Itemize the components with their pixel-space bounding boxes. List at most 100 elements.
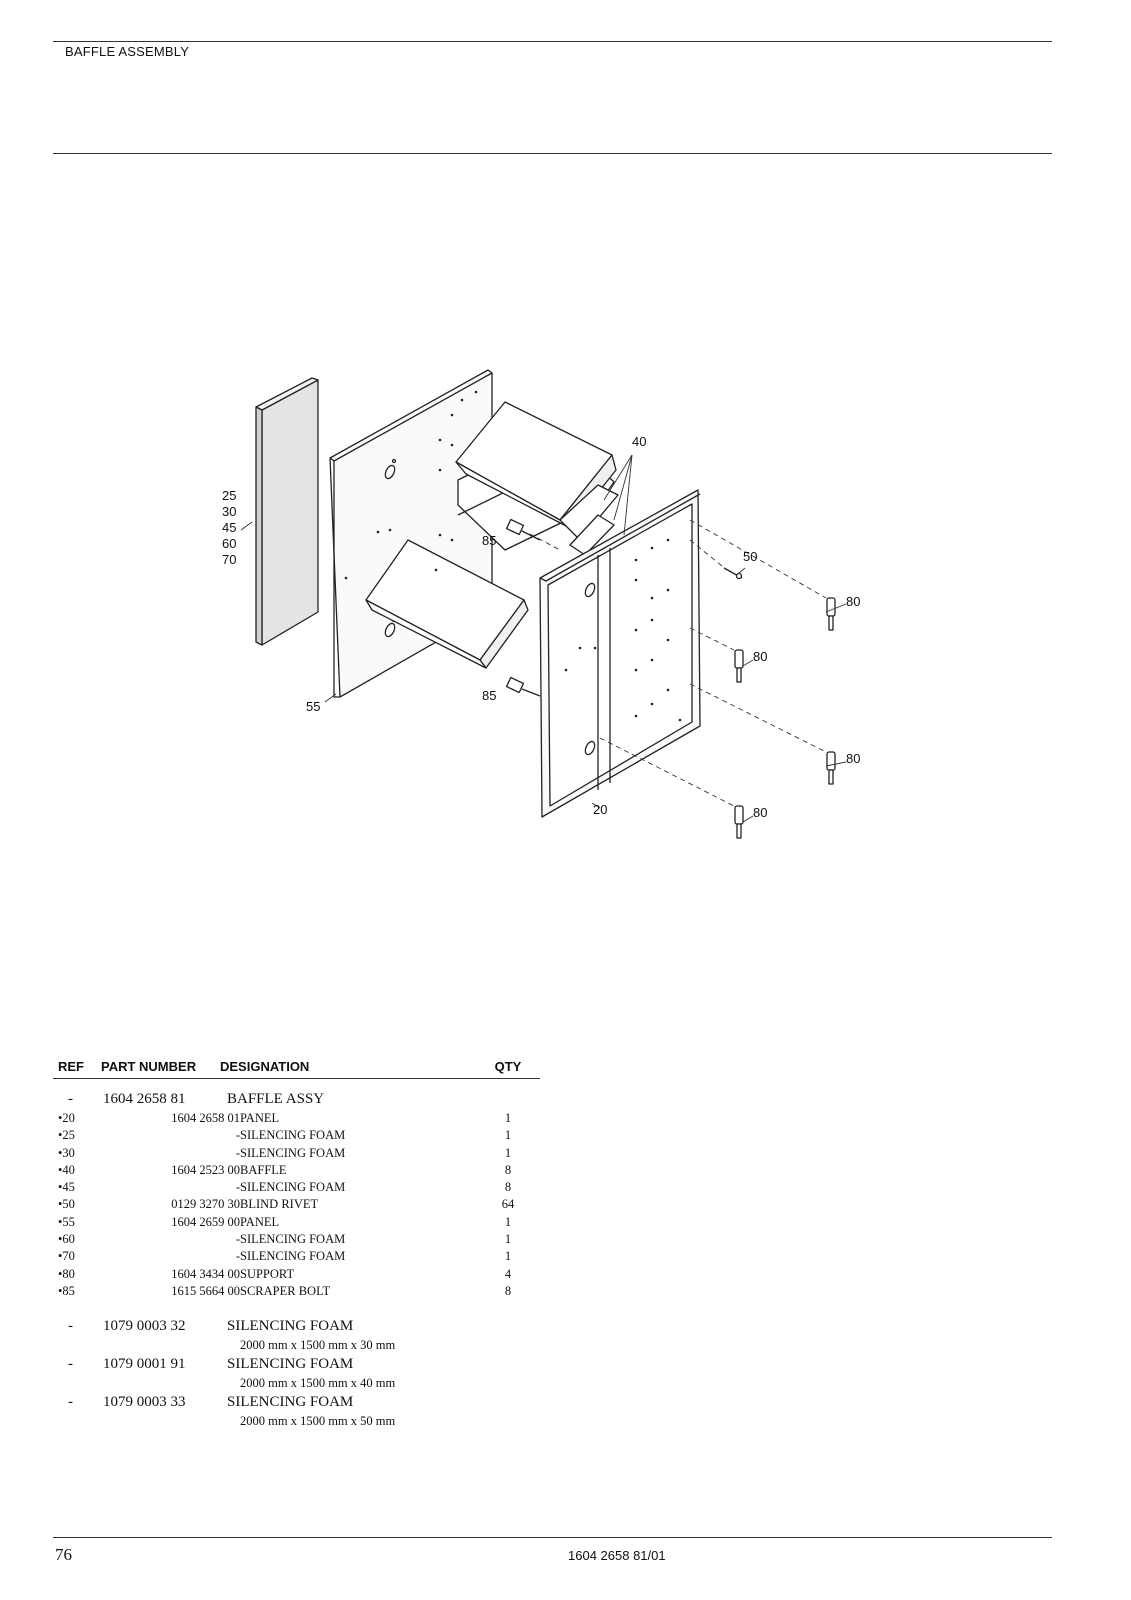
front-panel-20 (539, 489, 701, 818)
assembly-row: - 1604 2658 81 BAFFLE ASSY (53, 1089, 540, 1110)
row-qty: 1 (504, 1145, 512, 1160)
foam-ref: - (68, 1356, 73, 1373)
callout-30: 30 (222, 504, 236, 519)
row-ref: •25 (58, 1128, 75, 1143)
foam-size-row: 2000 mm x 1500 mm x 40 mm (53, 1375, 540, 1392)
row-part-number: 1615 5664 00 (171, 1283, 240, 1298)
row-ref: •85 (58, 1283, 75, 1298)
callout-80-c: 80 (846, 751, 860, 766)
row-qty: 1 (504, 1111, 512, 1125)
parts-list-table: REF PART NUMBER DESIGNATION QTY - 1604 2… (53, 1056, 540, 1430)
callout-85-bottom: 85 (482, 688, 496, 703)
assembly-lines (529, 519, 827, 807)
row-designation: SCRAPER BOLT (240, 1283, 331, 1298)
foam-size: 2000 mm x 1500 mm x 50 mm (240, 1414, 396, 1429)
row-ref: •55 (58, 1214, 75, 1229)
row-ref: •70 (58, 1249, 75, 1264)
callout-80-d: 80 (753, 805, 767, 820)
callout-45: 45 (222, 520, 236, 535)
row-ref: •45 (58, 1180, 75, 1195)
callout-55: 55 (306, 699, 320, 714)
foam-slab (255, 377, 319, 646)
row-ref: •40 (58, 1162, 75, 1177)
row-ref: •80 (58, 1266, 75, 1281)
callout-25: 25 (222, 488, 236, 503)
row-designation: SILENCING FOAM (240, 1145, 346, 1160)
row-part-number: - (235, 1249, 240, 1264)
table-row: •30 - SILENCING FOAM 1 (53, 1145, 540, 1162)
table-row: •45 - SILENCING FOAM 8 (53, 1179, 540, 1196)
baffle-40-right (559, 484, 619, 556)
leader-lines (240, 454, 847, 823)
table-row: •40 1604 2523 00 BAFFLE 8 (53, 1162, 540, 1179)
row-ref: •20 (58, 1111, 75, 1125)
foam-part-number: 1079 0001 91 (103, 1356, 186, 1373)
table-row: •25 - SILENCING FOAM 1 (53, 1127, 540, 1144)
blind-rivet-50 (723, 567, 743, 580)
foam-size: 2000 mm x 1500 mm x 30 mm (240, 1338, 396, 1353)
page-number: 76 (55, 1545, 72, 1564)
col-desc-header: DESIGNATION (220, 1059, 310, 1074)
table-row: •20 1604 2658 01 PANEL 1 (53, 1110, 540, 1127)
callout-20: 20 (593, 802, 607, 817)
scraper-bolt-85-bottom (505, 676, 541, 697)
row-qty: 1 (504, 1249, 512, 1264)
foam-designation: SILENCING FOAM (227, 1318, 354, 1335)
row-designation: BAFFLE (240, 1162, 287, 1177)
support-80-b (734, 649, 744, 683)
foam-size-row: 2000 mm x 1500 mm x 50 mm (53, 1413, 540, 1430)
row-designation: SILENCING FOAM (240, 1249, 346, 1264)
row-qty: 8 (504, 1162, 512, 1177)
col-ref-header: REF (58, 1059, 84, 1074)
callout-40: 40 (632, 434, 646, 449)
row-designation: SILENCING FOAM (240, 1232, 346, 1247)
row-designation: BLIND RIVET (240, 1197, 319, 1212)
callout-80-a: 80 (846, 594, 860, 609)
header-bottom-rule (53, 153, 1052, 154)
header-top-rule (53, 41, 1052, 42)
foam-sheet-row: - 1079 0003 33 SILENCING FOAM (53, 1392, 540, 1413)
section-title: BAFFLE ASSEMBLY (65, 44, 190, 59)
row-designation: SILENCING FOAM (240, 1180, 346, 1195)
support-80-a (826, 597, 836, 631)
row-qty: 1 (504, 1232, 512, 1247)
callout-60: 60 (222, 536, 236, 551)
assembly-ref: - (68, 1091, 73, 1107)
row-ref: •30 (58, 1145, 75, 1160)
row-designation: SILENCING FOAM (240, 1128, 346, 1143)
row-part-number: 1604 2523 00 (171, 1162, 240, 1177)
assembly-part-number: 1604 2658 81 (103, 1091, 186, 1107)
row-designation: PANEL (240, 1111, 280, 1125)
table-spacer (53, 1300, 540, 1312)
panel-holes (344, 390, 682, 722)
callout-85-top: 85 (482, 533, 496, 548)
foam-part-number: 1079 0003 33 (103, 1394, 186, 1411)
row-designation: PANEL (240, 1214, 280, 1229)
foam-part-number: 1079 0003 32 (103, 1318, 186, 1335)
foam-ref: - (68, 1394, 73, 1411)
row-designation: SUPPORT (240, 1266, 295, 1281)
row-part-number: 0129 3270 30 (171, 1197, 240, 1212)
foam-designation: SILENCING FOAM (227, 1356, 354, 1373)
table-row: •50 0129 3270 30 BLIND RIVET 64 (53, 1196, 540, 1213)
table-row: •85 1615 5664 00 SCRAPER BOLT 8 (53, 1283, 540, 1300)
row-ref: •50 (58, 1197, 75, 1212)
footer-rule (53, 1537, 1052, 1538)
row-part-number: - (235, 1180, 240, 1195)
foam-sheet-row: - 1079 0003 32 SILENCING FOAM (53, 1316, 540, 1337)
row-qty: 4 (504, 1266, 512, 1281)
row-qty: 1 (504, 1128, 512, 1143)
baffle-40-bottom (365, 539, 529, 669)
foam-size-row: 2000 mm x 1500 mm x 30 mm (53, 1337, 540, 1354)
row-part-number: - (235, 1232, 240, 1247)
table-row: •60 - SILENCING FOAM 1 (53, 1231, 540, 1248)
row-qty: 8 (504, 1283, 512, 1298)
table-row: •55 1604 2659 00 PANEL 1 (53, 1214, 540, 1231)
assembly-designation: BAFFLE ASSY (227, 1091, 325, 1107)
row-qty: 64 (501, 1197, 515, 1212)
callout-80-b: 80 (753, 649, 767, 664)
foam-size: 2000 mm x 1500 mm x 40 mm (240, 1376, 396, 1391)
foam-ref: - (68, 1318, 73, 1335)
row-qty: 1 (504, 1214, 512, 1229)
